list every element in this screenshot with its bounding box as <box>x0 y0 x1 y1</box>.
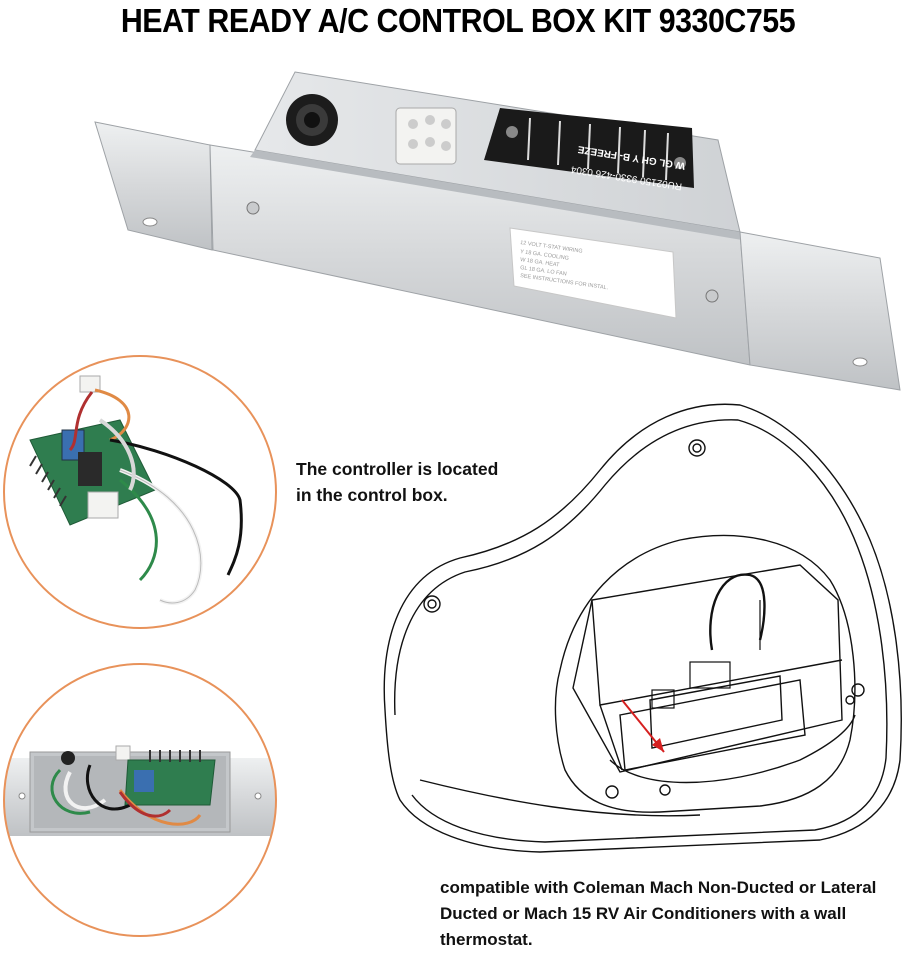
svg-text:W 18 GA. HEAT: W 18 GA. HEAT <box>520 257 561 269</box>
caption-line: thermostat. <box>440 930 533 949</box>
connector-plug <box>395 107 457 165</box>
page-title: HEAT READY A/C CONTROL BOX KIT 9330C755 <box>120 2 796 39</box>
compatibility-caption: compatible with Coleman Mach Non-Ducted … <box>440 875 910 953</box>
pointer-arrow-icon <box>621 699 665 753</box>
caption-line: Ducted or Mach 15 RV Air Conditioners wi… <box>440 904 847 923</box>
controller-board-photo <box>3 355 277 629</box>
grommet-icon <box>286 94 338 146</box>
controller-caption: The controller is located in the control… <box>296 456 498 508</box>
caption-line: compatible with Coleman Mach Non-Ducted … <box>440 878 877 897</box>
wiring-sticker: 12 VOLT T-STAT WIRING Y 18 GA. COOLING W… <box>509 227 677 319</box>
ac-unit-line-drawing <box>383 403 902 853</box>
caption-line: The controller is located <box>296 459 499 479</box>
control-box: W GL GH Y B- FREEZE RU02150 9330-426 030… <box>94 71 901 391</box>
installed-board-photo <box>3 663 277 937</box>
caption-line: in the control box. <box>296 485 448 505</box>
